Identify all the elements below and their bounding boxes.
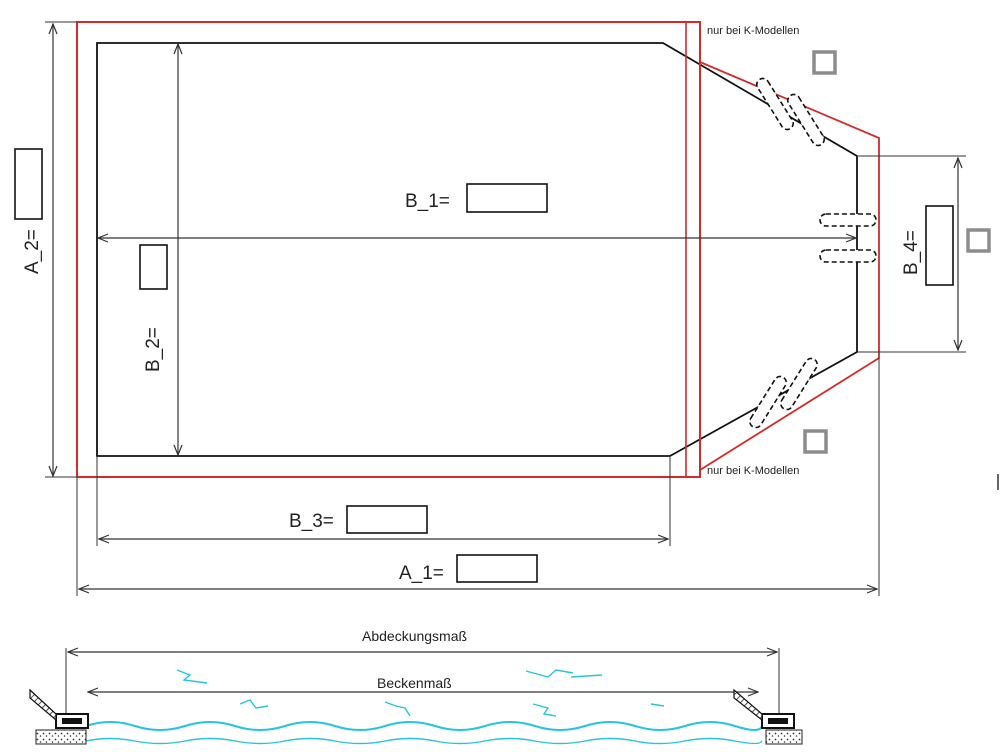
wave-mark (239, 699, 269, 709)
checkbox-bottom[interactable] (803, 429, 828, 454)
connector-top-2 (787, 93, 825, 147)
b2-input[interactable] (139, 244, 168, 290)
b1-input[interactable] (466, 183, 548, 213)
connector-right-2 (819, 249, 877, 263)
b4-input[interactable] (925, 205, 954, 286)
right-ground (765, 729, 803, 745)
wave-mark (525, 669, 574, 678)
cover-outline (76, 21, 701, 478)
checkbox-top[interactable] (812, 50, 837, 75)
b1-label: B_1= (405, 191, 450, 212)
a2-label: A_2= (22, 229, 43, 274)
b2-label: B_2= (143, 327, 164, 372)
wave-mark (650, 703, 665, 707)
connector-bottom-2 (780, 357, 818, 411)
a2-input[interactable] (14, 148, 43, 220)
wave-mark (176, 669, 208, 684)
right-wall (733, 688, 763, 722)
cross-section: Abdeckungsmaß Beckenmaß (29, 628, 803, 745)
k-model-note-top: nur bei K-Modellen (707, 25, 799, 37)
a1-label: A_1= (399, 563, 444, 584)
a1-input[interactable] (456, 554, 538, 583)
b4-label: B_4= (901, 230, 922, 275)
cover-dim-label: Abdeckungsmaß (362, 628, 467, 644)
left-coping-inner (62, 718, 82, 724)
connector-top-1 (756, 77, 794, 131)
water-line-2 (85, 737, 763, 745)
wave-mark (570, 674, 603, 678)
k-model-extension-outline (699, 22, 880, 471)
k-model-note-bottom: nur bei K-Modellen (707, 465, 799, 477)
water-surface (85, 721, 763, 731)
pool-outline (96, 42, 858, 457)
connector-bottom-1 (749, 375, 787, 429)
b3-input[interactable] (346, 505, 428, 534)
right-coping-inner (768, 718, 788, 724)
connector-right-1 (819, 213, 877, 227)
pool-dim-label: Beckenmaß (377, 675, 452, 691)
wave-mark (384, 701, 411, 717)
b3-label: B_3= (289, 511, 334, 532)
checkbox-right[interactable] (966, 228, 991, 253)
left-wall (29, 688, 57, 722)
left-ground (35, 729, 87, 745)
wave-mark (532, 703, 557, 717)
